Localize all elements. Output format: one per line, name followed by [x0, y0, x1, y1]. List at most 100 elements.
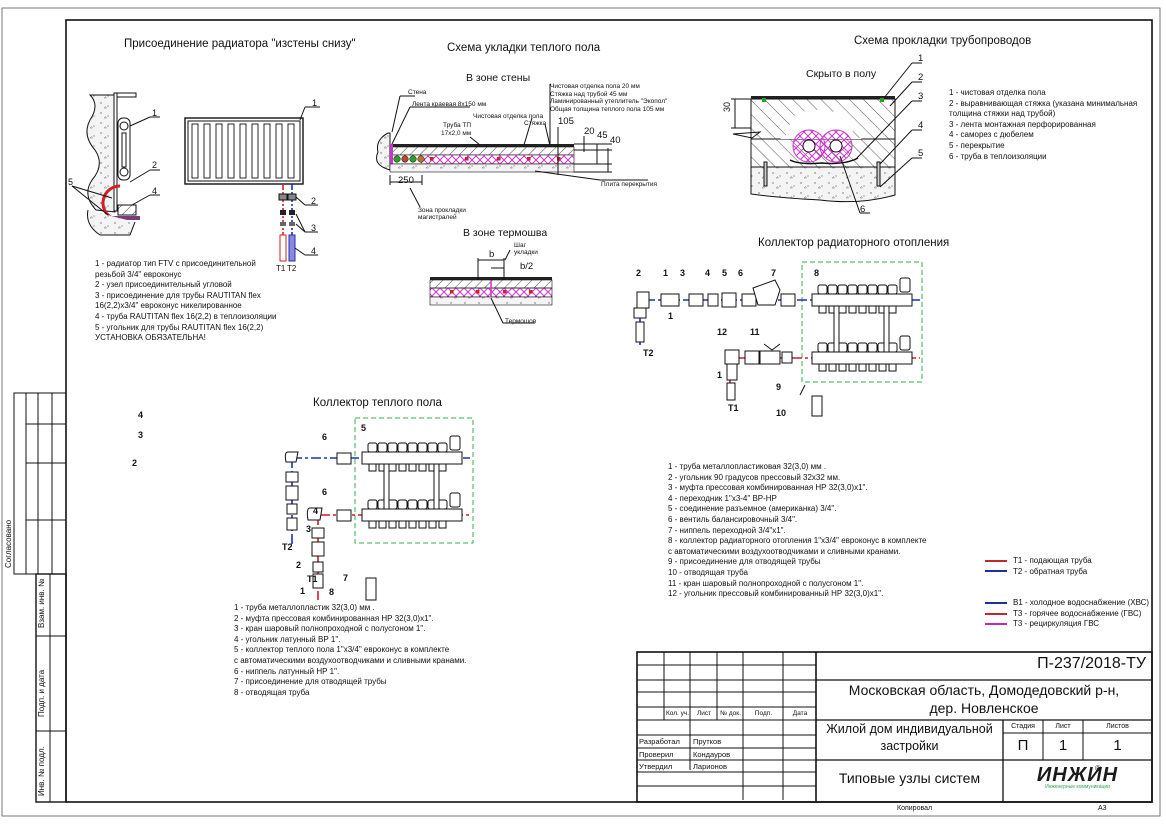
manifold-outlet [368, 463, 377, 472]
manifold-cap [367, 499, 378, 510]
label-slab: Плита перекрытия [601, 181, 658, 188]
manifold-outlet [368, 520, 377, 529]
radiator-fin [275, 123, 283, 179]
radiator-manifold-title: Коллектор радиаторного отопления [758, 237, 950, 249]
logo-text: ИНЖИН [1036, 764, 1119, 786]
floor-pipe-mark [465, 157, 469, 161]
title-block-header: Подп. [754, 710, 773, 717]
line-swatch-icon [985, 612, 1007, 615]
manifold-bracket [433, 463, 440, 510]
label-b: b [489, 249, 495, 260]
manifold-bar [811, 293, 913, 307]
line-legend-label: Т2 - обратная труба [1013, 566, 1088, 576]
radiator-callout-4a: 4 [152, 186, 158, 196]
fm-callout-3: 3 [306, 524, 312, 534]
floor-manifold-legend-item: с автоматическими воздухоотводчиками и с… [234, 655, 467, 665]
pipe-routing-legend-item: 2 - выравнивающая стяжка (указана минима… [949, 98, 1138, 108]
dim-screed: 45 [597, 130, 608, 141]
manifold-cap [857, 284, 868, 295]
label-finish: Чистовая отделка пола [473, 113, 544, 120]
manifold-outlet [888, 305, 897, 314]
pipe-routing-title: Схема прокладки трубопроводов [854, 35, 1032, 47]
floor-pipe-mark [527, 157, 531, 161]
rm-callout-8: 8 [814, 268, 820, 278]
radiator-callout-1a: 1 [152, 108, 158, 118]
floor-manifold-legend-item: 7 - присоединение для отводящей трубы [234, 677, 387, 687]
label-mains-zone-1: Зона прокладки [418, 207, 466, 214]
manifold-outlet [818, 363, 827, 372]
object-line-2: застройки [880, 739, 939, 753]
radiator-fin [191, 123, 199, 179]
manifold-cap [867, 284, 878, 295]
manifold-outlet [858, 363, 867, 372]
wall-zone-note-item: Ламинированный утеплитель "Экопол" [550, 98, 668, 106]
manifold-outlet [878, 363, 887, 372]
manifold-cap [417, 442, 428, 453]
radiator-fins [191, 123, 295, 179]
floor-manifold-drawing [284, 417, 474, 601]
sheet-value: 1 [1058, 737, 1068, 754]
joint-zone-title: В зоне термошва [463, 227, 548, 239]
manifold-bar [811, 351, 913, 365]
pipe-routing-section [731, 62, 922, 214]
radiator-title: Присоединение радиатора "изстены снизу" [124, 38, 356, 50]
wall-zone-title: В зоне стены [466, 72, 531, 84]
fm-callout-6a: 6 [322, 432, 328, 442]
manifold-outlet [438, 463, 447, 472]
radiator-legend-item: 2 - узел присоединительный угловой [95, 280, 232, 290]
manifold-cap [437, 442, 448, 453]
floor-section-joint-zone [429, 249, 553, 324]
stage-value: П [1017, 737, 1029, 754]
fm-callout-5: 5 [361, 423, 367, 433]
label-step-2: укладки [514, 249, 538, 256]
manifold-cap [847, 342, 858, 353]
radiator-legend-item: 1 - радиатор тип FTV с присоединительной [95, 259, 256, 268]
radiator-manifold-body [811, 277, 913, 372]
pipe-routing-subtitle: Скрыто в полу [806, 68, 877, 80]
location-line-1: Московская область, Домодедовский р-н, [848, 682, 1120, 698]
stage-label: Стадия [1011, 723, 1035, 730]
rm-callout-9: 9 [776, 382, 782, 392]
label-pipe-size: 17х2,0 мм [441, 130, 472, 137]
air-vent [899, 335, 911, 351]
label-mains-zone-2: магистралей [418, 214, 457, 221]
title-block-person: Ларионов [693, 762, 727, 771]
fm-label-t1: Т1 [307, 574, 318, 584]
manifold-bracket [883, 305, 890, 353]
radiator-fin [251, 123, 259, 179]
manifold-cap [817, 342, 828, 353]
radiator-callout-2a: 2 [152, 160, 158, 170]
radiator-legend-item: 5 - угольник для трубы RAUTITAN flex 16(… [95, 322, 264, 332]
floor-scheme-title: Схема укладки теплого пола [447, 42, 601, 54]
copied-label: Копировал [897, 805, 933, 812]
manifold-outlet [888, 363, 897, 372]
wall-zone-note-item: Чистовая отделка пола 20 мм [550, 83, 640, 90]
manifold-cap [417, 499, 428, 510]
manifold-cap [427, 442, 438, 453]
radiator-callout-2b: 2 [311, 196, 317, 206]
object-name: Жилой дом индивидуальной застройки [816, 721, 1003, 755]
label-half-b: b/2 [520, 261, 534, 272]
fm-callout-4: 4 [313, 506, 319, 516]
pipe-routing-legend-item: 6 - труба в теплоизоляции [949, 151, 1047, 161]
pipe-routing-callout-2: 2 [918, 72, 924, 83]
floor-manifold-legend-item: 3 - кран шаровый полнопроходной с полусг… [234, 624, 426, 634]
rm-callout-1b: 1 [668, 311, 674, 321]
air-vent [899, 277, 911, 293]
floor-manifold-legend-item: 8 - отводящая труба [234, 687, 310, 697]
radiator-legend-item: резьбой 3/4" евроконус [95, 269, 182, 279]
stray-callout-2: 2 [132, 458, 138, 468]
radiator-front-view [184, 106, 320, 262]
label-edge-tape: Лента краевая 8х150 мм [412, 101, 487, 108]
floor-manifold-legend-item: 5 - коллектор теплого пола 1"х3/4" еврок… [234, 645, 450, 655]
sheet-outer-border [1, 7, 1161, 817]
pipe-routing-callout-4: 4 [918, 120, 924, 131]
line-legend-item: В1 - холодное водоснабжение (ХВС) [985, 598, 1149, 609]
location-line-2: дер. Новленское [929, 700, 1039, 716]
wall-zone-note-item: Общая толщина теплого пола 105 мм [550, 105, 665, 113]
wall-zone-note-item: Стяжка над трубой 45 мм [550, 90, 628, 98]
floor-manifold-legend-item: 2 - муфта прессовая комбинированная НР 3… [234, 613, 434, 623]
floor-pipe-mark [557, 157, 561, 161]
line-swatch-icon [985, 559, 1007, 562]
